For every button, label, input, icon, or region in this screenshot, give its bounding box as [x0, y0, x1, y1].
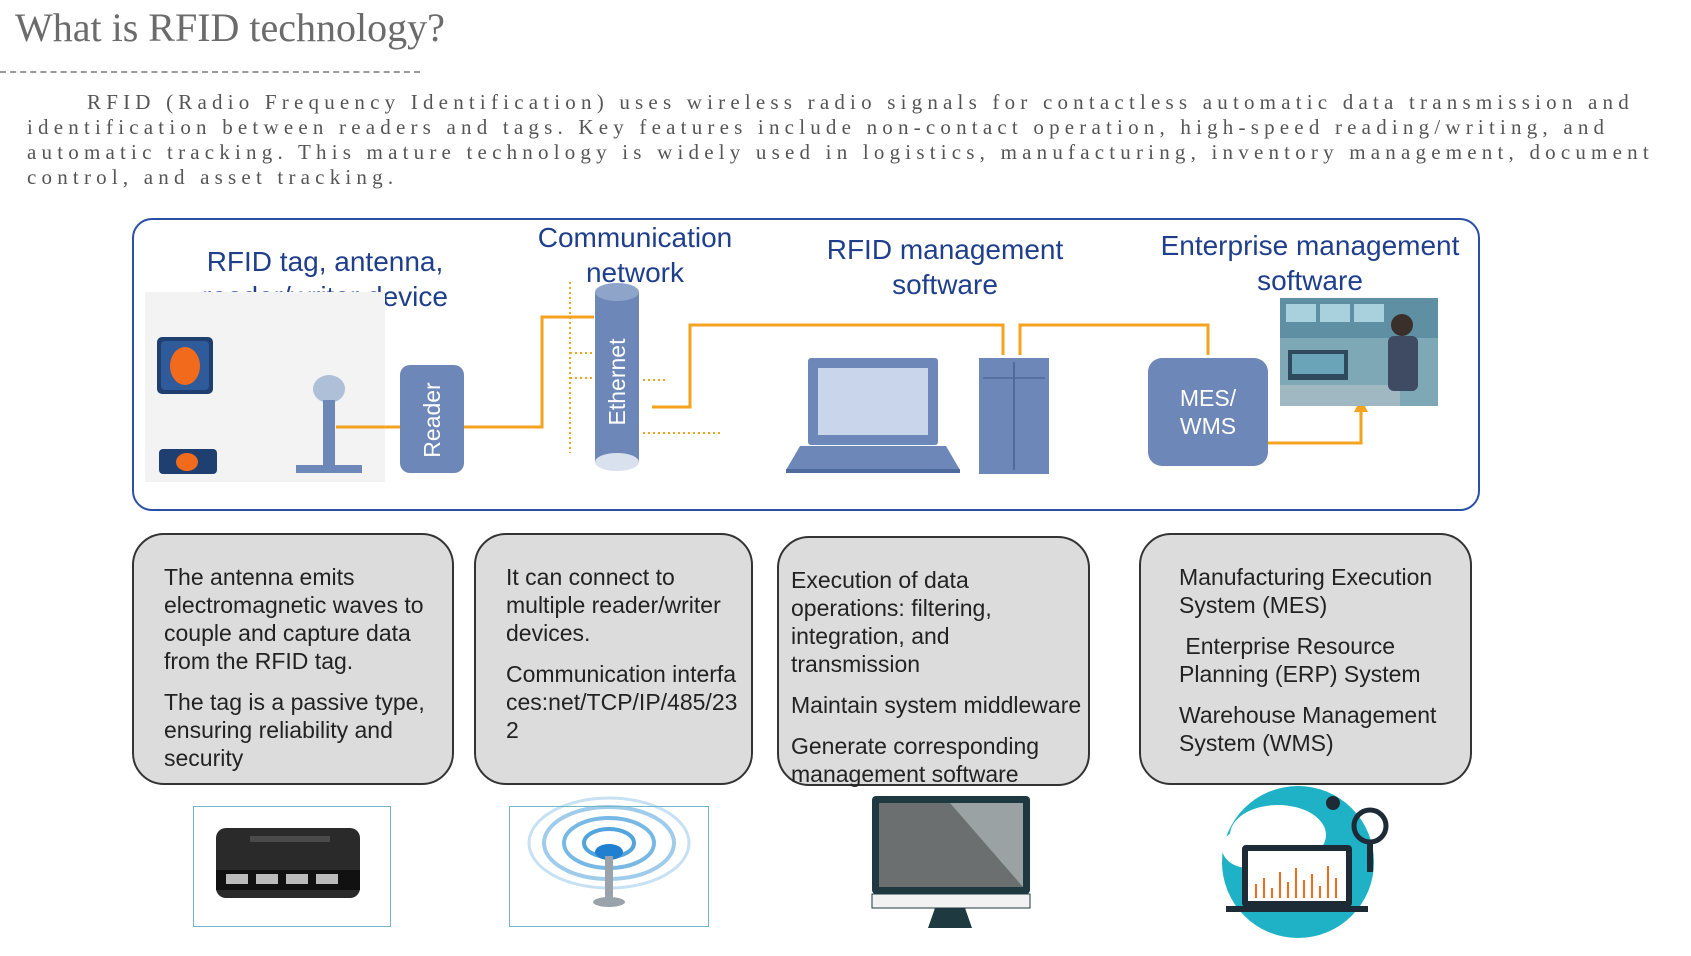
section-title-rfid-software: RFID management software: [826, 234, 1064, 300]
description-box-rfid-software: Execution of data operations: filtering,…: [777, 536, 1090, 787]
tile-switch: [193, 806, 391, 927]
description-text: The antenna emits electromagnetic waves …: [164, 564, 424, 674]
network-switch-icon: [216, 828, 360, 898]
reader-label: Reader: [419, 382, 445, 458]
section-title-enterprise-software: Enterprise management software: [1160, 230, 1460, 296]
description-text: Maintain system middleware: [791, 692, 1082, 718]
description-text: Warehouse Management System (WMS): [1179, 702, 1437, 756]
description-text: Generate corresponding management softwa…: [791, 733, 1040, 787]
title-divider: [0, 71, 420, 73]
antenna-icon: [296, 375, 362, 473]
description-box-devices: The antenna emits electromagnetic waves …: [132, 533, 454, 785]
wireless-antenna-mast: [593, 844, 625, 907]
description-box-enterprise: Manufacturing Execution System (MES) Ent…: [1139, 533, 1472, 785]
description-text: Execution of data operations: filtering,…: [791, 567, 992, 677]
ethernet-cylinder: [595, 283, 639, 471]
intro-paragraph: RFID (Radio Frequency Identification) us…: [27, 90, 1654, 189]
connector-lines: [336, 315, 1363, 445]
network-branches: [569, 282, 722, 453]
description-text: Manufacturing Execution System (MES): [1179, 564, 1433, 618]
tile-wireless: [509, 806, 709, 927]
description-text: It can connect to multiple reader/writer…: [506, 564, 721, 646]
description-text: Enterprise Resource Planning (ERP) Syste…: [1179, 633, 1421, 687]
description-box-network: It can connect to multiple reader/writer…: [474, 533, 753, 785]
page-title: What is RFID technology?: [15, 5, 445, 50]
cloud-analytics-icon: [1222, 786, 1389, 938]
mes-wms-box: [1148, 358, 1268, 466]
monitor-icon: [871, 796, 1031, 928]
laptop-icon: [786, 358, 960, 473]
ethernet-label: Ethernet: [604, 338, 630, 426]
description-text: The tag is a passive type, ensuring reli…: [164, 689, 425, 771]
mes-wms-label: MES/ WMS: [1179, 385, 1237, 439]
section-title-network: Communication network: [537, 222, 733, 288]
server-icon: [979, 358, 1049, 474]
rfid-tag-icon: [157, 337, 217, 474]
reader-device: [400, 365, 464, 473]
control-room-image: [1280, 298, 1438, 406]
description-text: Communication interfaces:net/TCP/IP/485/…: [506, 661, 738, 743]
